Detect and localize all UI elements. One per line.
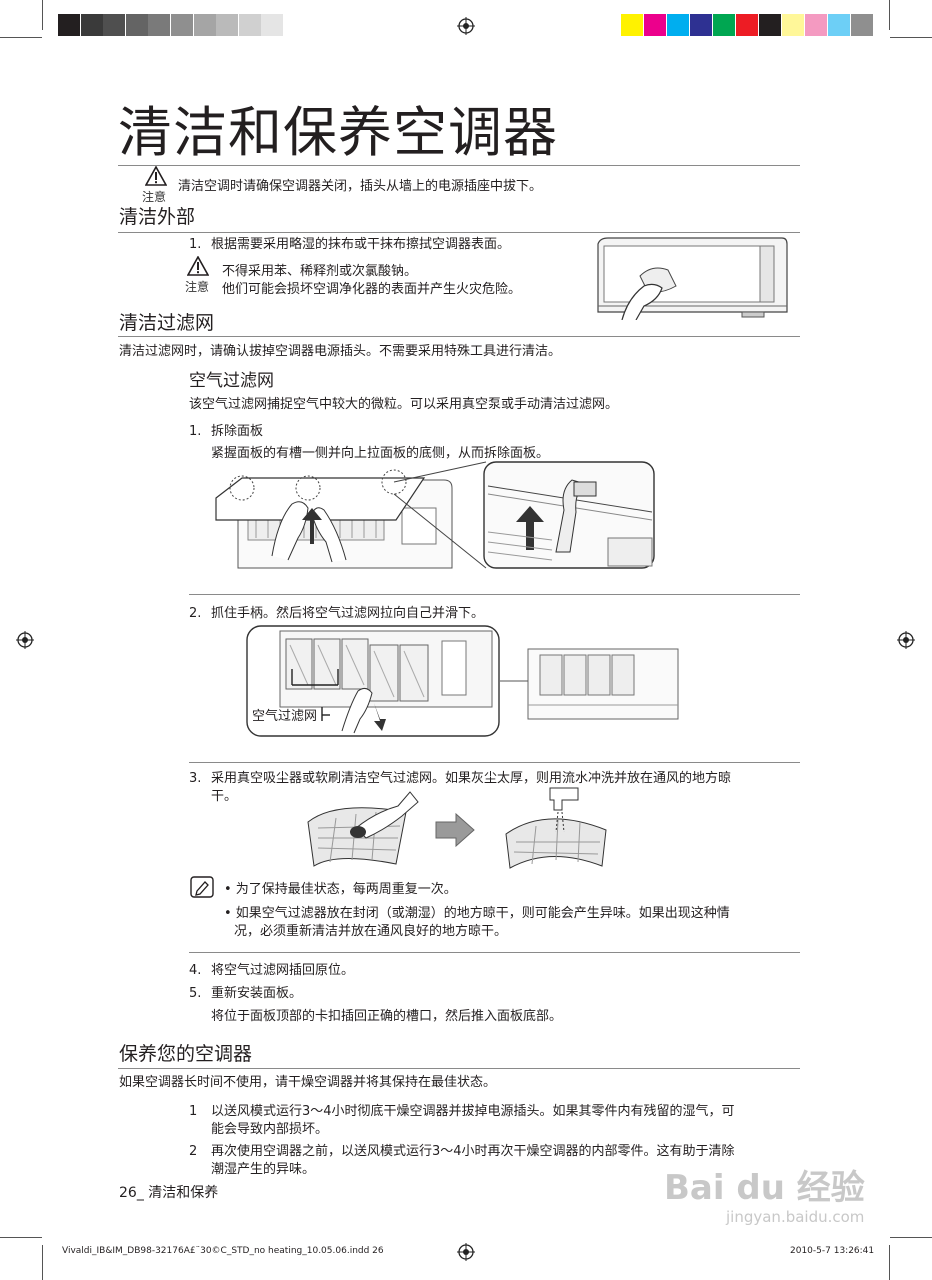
registration-mark-icon: [16, 631, 34, 649]
print-datetime: 2010-5-7 13:26:41: [790, 1246, 875, 1256]
filter-step-1-title: 拆除面板: [211, 424, 264, 439]
color-swatch: [805, 14, 827, 36]
filter-step-2: 抓住手柄。然后将空气过滤网拉向自己并滑下。: [211, 606, 485, 621]
filter-step-5-desc: 将位于面板顶部的卡扣插回正确的槽口，然后推入面板底部。: [211, 1009, 563, 1024]
maintain-item-1-line-2: 能会导致内部损坏。: [211, 1122, 329, 1137]
filter-step-4: 将空气过滤网插回原位。: [211, 963, 355, 978]
maintain-intro: 如果空调器长时间不使用，请干燥空调器并将其保持在最佳状态。: [119, 1075, 497, 1090]
caution-label: 注意: [185, 280, 210, 294]
section-heading-exterior: 清洁外部: [119, 206, 196, 228]
gray-swatch: [216, 14, 239, 36]
step-number: 1.: [189, 424, 202, 439]
baidu-watermark-logo: Bai du 经验: [664, 1168, 865, 1208]
filter-intro: 清洁过滤网时，请确认拔掉空调器电源插头。不需要采用特殊工具进行清洁。: [119, 344, 562, 359]
crop-mark: [890, 1237, 932, 1238]
filter-step-5: 重新安装面板。: [211, 986, 303, 1001]
maintain-item-1-line-1: 以送风模式运行3～4小时彻底干燥空调器并拔掉电源插头。如果其零件内有残留的湿气，…: [211, 1104, 735, 1119]
section-rule: [118, 232, 800, 233]
remove-panel-illustration: [215, 461, 655, 569]
crop-mark: [0, 37, 42, 38]
page-footer: 26_ 清洁和保养: [119, 1185, 219, 1201]
color-swatch: [667, 14, 689, 36]
note-2-line-1: • 如果空气过滤器放在封闭（或潮湿）的地方晾干，则可能会产生异味。如果出现这种情: [224, 906, 730, 921]
gray-swatch: [80, 14, 103, 36]
exterior-caution-line-2: 他们可能会损坏空调净化器的表面并产生火灾危险。: [222, 282, 522, 297]
step-rule: [189, 952, 800, 953]
clean-filter-illustration: [307, 787, 607, 869]
step-rule: [189, 762, 800, 763]
baidu-watermark-url: jingyan.baidu.com: [726, 1208, 865, 1226]
filter-step-3-line-2: 干。: [211, 789, 238, 804]
color-swatch: [644, 14, 666, 36]
gray-swatch: [58, 14, 80, 36]
color-swatch: [736, 14, 758, 36]
gray-swatch: [193, 14, 216, 36]
gray-swatch: [148, 14, 171, 36]
color-swatch: [828, 14, 850, 36]
color-swatch: [690, 14, 712, 36]
color-swatch: [759, 14, 781, 36]
air-filter-intro: 该空气过滤网捕捉空气中较大的微粒。可以采用真空泵或手动清洁过滤网。: [189, 397, 619, 412]
registration-mark-icon: [457, 17, 475, 35]
note-icon: [190, 876, 214, 898]
crop-mark: [890, 37, 932, 38]
color-swatch: [851, 14, 873, 36]
pull-filter-illustration: [246, 625, 679, 737]
step-number: 2.: [189, 606, 202, 621]
warning-triangle-icon: [145, 166, 167, 186]
maintain-item-2-line-2: 潮湿产生的异味。: [211, 1162, 316, 1177]
registration-mark-icon: [457, 1243, 475, 1261]
filter-step-1-desc: 紧握面板的有槽一侧并向上拉面板的底侧，从而拆除面板。: [211, 446, 550, 461]
color-swatch: [713, 14, 735, 36]
color-swatch: [782, 14, 804, 36]
step-number: 3.: [189, 771, 202, 786]
gray-swatch: [125, 14, 148, 36]
crop-mark: [889, 0, 890, 30]
gray-swatch: [171, 14, 193, 36]
page-title: 清洁和保养空调器: [118, 101, 558, 164]
caution-label: 注意: [142, 190, 167, 204]
wiping-air-conditioner-illustration: [597, 237, 788, 320]
section-rule: [118, 1068, 800, 1069]
section-heading-filter: 清洁过滤网: [119, 312, 215, 334]
step-number: 2: [189, 1144, 198, 1159]
note-1: • 为了保持最佳状态，每两周重复一次。: [224, 882, 457, 897]
gray-swatch: [261, 14, 284, 36]
title-rule: [118, 165, 800, 166]
note-2-line-2: 况，必须重新清洁并放在通风良好的地方晾干。: [234, 924, 508, 939]
exterior-step-1: 根据需要采用略湿的抹布或干抹布擦拭空调器表面。: [211, 237, 511, 252]
maintain-item-2-line-1: 再次使用空调器之前，以送风模式运行3～4小时再次干燥空调器的内部零件。这有助于清…: [211, 1144, 735, 1159]
crop-mark: [42, 1245, 43, 1280]
section-heading-maintain: 保养您的空调器: [119, 1043, 253, 1065]
air-filter-callout: 空气过滤网: [252, 709, 318, 724]
sub-heading-air-filter: 空气过滤网: [189, 371, 274, 391]
top-caution-text: 清洁空调时请确保空调器关闭，插头从墙上的电源插座中拔下。: [178, 179, 543, 194]
step-number: 4.: [189, 963, 202, 978]
step-number: 1.: [189, 237, 202, 252]
registration-mark-icon: [897, 631, 915, 649]
step-number: 1: [189, 1104, 198, 1119]
crop-mark: [42, 0, 43, 30]
warning-triangle-icon: [187, 256, 209, 276]
color-swatch: [621, 14, 643, 36]
exterior-caution-line-1: 不得采用苯、稀释剂或次氯酸钠。: [222, 264, 418, 279]
file-info: Vivaldi_IB&IM_DB98-32176A£¨30©C_STD_no h…: [62, 1246, 384, 1256]
filter-step-3-line-1: 采用真空吸尘器或软刷清洁空气过滤网。如果灰尘太厚，则用流水冲洗并放在通风的地方晾: [211, 771, 732, 786]
step-rule: [189, 594, 800, 595]
crop-mark: [889, 1245, 890, 1280]
gray-swatch: [103, 14, 126, 36]
gray-swatch: [238, 14, 261, 36]
section-rule: [118, 336, 800, 337]
crop-mark: [0, 1237, 42, 1238]
step-number: 5.: [189, 986, 202, 1001]
